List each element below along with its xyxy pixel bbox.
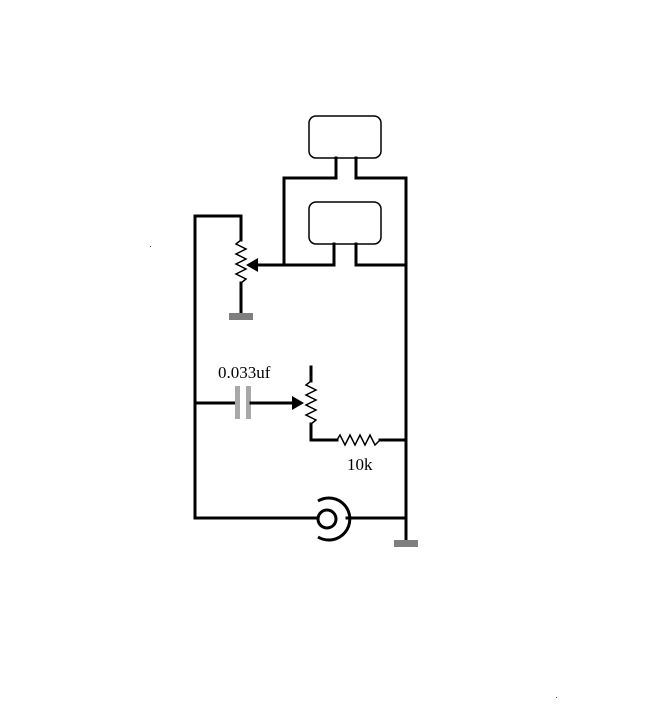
middle-box-right-lead	[354, 242, 408, 267]
top-component-box	[308, 115, 382, 159]
ground-symbol-right	[394, 540, 418, 547]
capacitor-plate-right	[246, 386, 251, 419]
lower-pot-bottom-lead	[309, 422, 339, 442]
upper-pot-top-lead	[193, 214, 243, 520]
middle-box-left-lead	[282, 242, 336, 267]
top-box-right-lead	[354, 156, 408, 267]
stray-dot	[556, 697, 557, 698]
resistor-label: 10k	[347, 455, 373, 474]
resistor-10k	[336, 433, 381, 447]
middle-component-box	[308, 201, 382, 245]
capacitor-plate-left	[235, 386, 240, 419]
upper-pot-resistor	[234, 239, 248, 284]
output-jack-ring	[316, 508, 338, 530]
lower-pot-wiper-arrow	[292, 396, 304, 410]
lower-pot-resistor	[304, 380, 318, 425]
output-jack-sleeve	[317, 496, 352, 542]
capacitor-label: 0.033uf	[218, 363, 271, 382]
top-box-left-lead	[282, 156, 338, 267]
upper-pot-wiper-arrow	[246, 258, 258, 272]
stray-dot	[150, 246, 151, 247]
ground-symbol-upper-pot	[229, 313, 253, 320]
